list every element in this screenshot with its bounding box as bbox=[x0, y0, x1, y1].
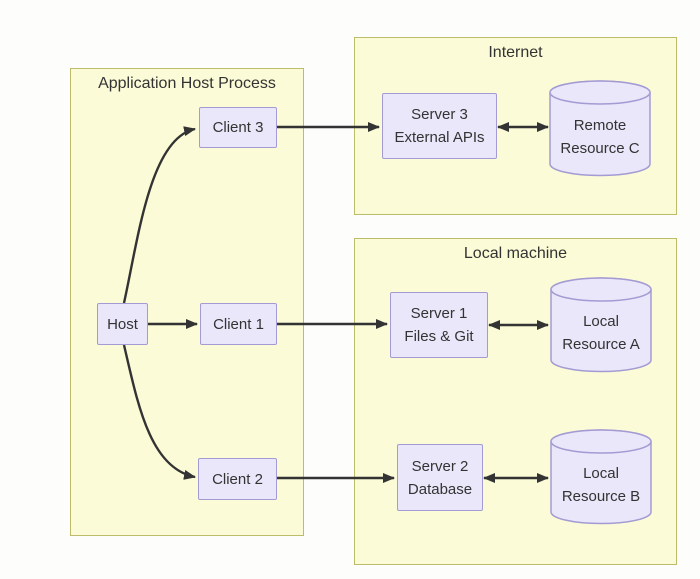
node-label: Local bbox=[583, 465, 619, 482]
cluster-title-application-host-process: Application Host Process bbox=[98, 75, 276, 92]
node-label: Resource C bbox=[560, 139, 640, 157]
node-label: Files & Git bbox=[404, 328, 474, 345]
node-client-1: Client 1 bbox=[200, 303, 277, 345]
node-server-2: Server 2 Database bbox=[397, 444, 483, 511]
node-label: Client 2 bbox=[212, 470, 263, 488]
node-local-resource-a: Local Resource A bbox=[550, 277, 652, 373]
node-label: Client 3 bbox=[212, 119, 264, 136]
cluster-title-local-machine: Local machine bbox=[463, 245, 568, 262]
cluster-title-internet: Internet bbox=[488, 44, 543, 61]
database-cylinder-icon bbox=[549, 80, 651, 177]
node-label: Host bbox=[107, 315, 138, 333]
node-server-1: Server 1 Files & Git bbox=[390, 292, 488, 358]
node-label: External APIs bbox=[394, 129, 485, 146]
database-cylinder-icon bbox=[550, 429, 652, 525]
node-client-3: Client 3 bbox=[199, 107, 277, 148]
node-client-2: Client 2 bbox=[198, 458, 277, 500]
node-server-3: Server 3 External APIs bbox=[382, 93, 497, 159]
node-label-group: Local Resource B bbox=[562, 446, 640, 508]
node-label: Client 1 bbox=[213, 315, 264, 333]
node-label: Resource A bbox=[562, 336, 640, 353]
node-label-group: Remote Resource C bbox=[560, 98, 639, 160]
node-label: Server 1 bbox=[410, 305, 468, 322]
node-label: Local bbox=[583, 313, 619, 330]
node-label: Server 3 bbox=[411, 106, 468, 123]
node-label-group: Local Resource A bbox=[562, 294, 640, 356]
node-label: Remote bbox=[573, 116, 627, 134]
node-local-resource-b: Local Resource B bbox=[550, 429, 652, 525]
node-host: Host bbox=[97, 303, 148, 345]
node-label: Resource B bbox=[561, 488, 641, 505]
node-label: Server 2 bbox=[411, 457, 469, 475]
node-label: Database bbox=[407, 480, 473, 498]
database-cylinder-icon bbox=[550, 277, 652, 373]
node-remote-resource-c: Remote Resource C bbox=[549, 80, 651, 177]
